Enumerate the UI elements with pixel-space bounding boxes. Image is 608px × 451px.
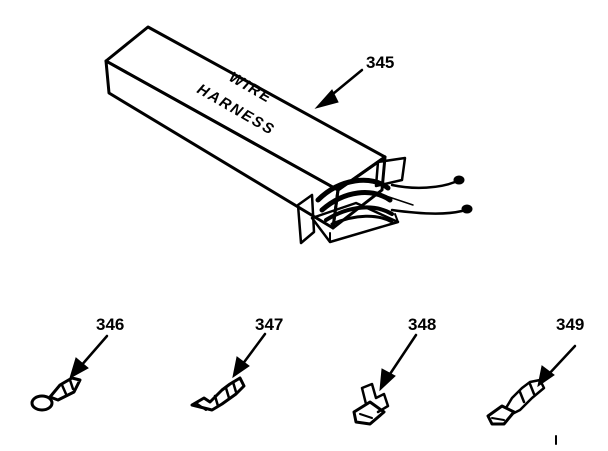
callout-349: 349 (556, 315, 584, 334)
leader-arrow-348 (379, 333, 418, 392)
spade-terminal-icon (190, 376, 246, 412)
leader-arrow-347 (232, 332, 267, 379)
leader-arrow-346 (69, 334, 109, 380)
callout-348: 348 (408, 315, 436, 334)
callout-346: 346 (96, 315, 124, 334)
callout-345: 345 (366, 53, 394, 72)
leader-arrow-349 (537, 344, 577, 388)
leader-arrow-345 (314, 68, 364, 109)
flag-terminal-icon (352, 382, 390, 426)
wire-harness-box-icon (104, 25, 473, 245)
quick-connect-terminal-icon (486, 378, 546, 426)
callout-347: 347 (255, 315, 283, 334)
ring-terminal-icon (30, 376, 82, 412)
